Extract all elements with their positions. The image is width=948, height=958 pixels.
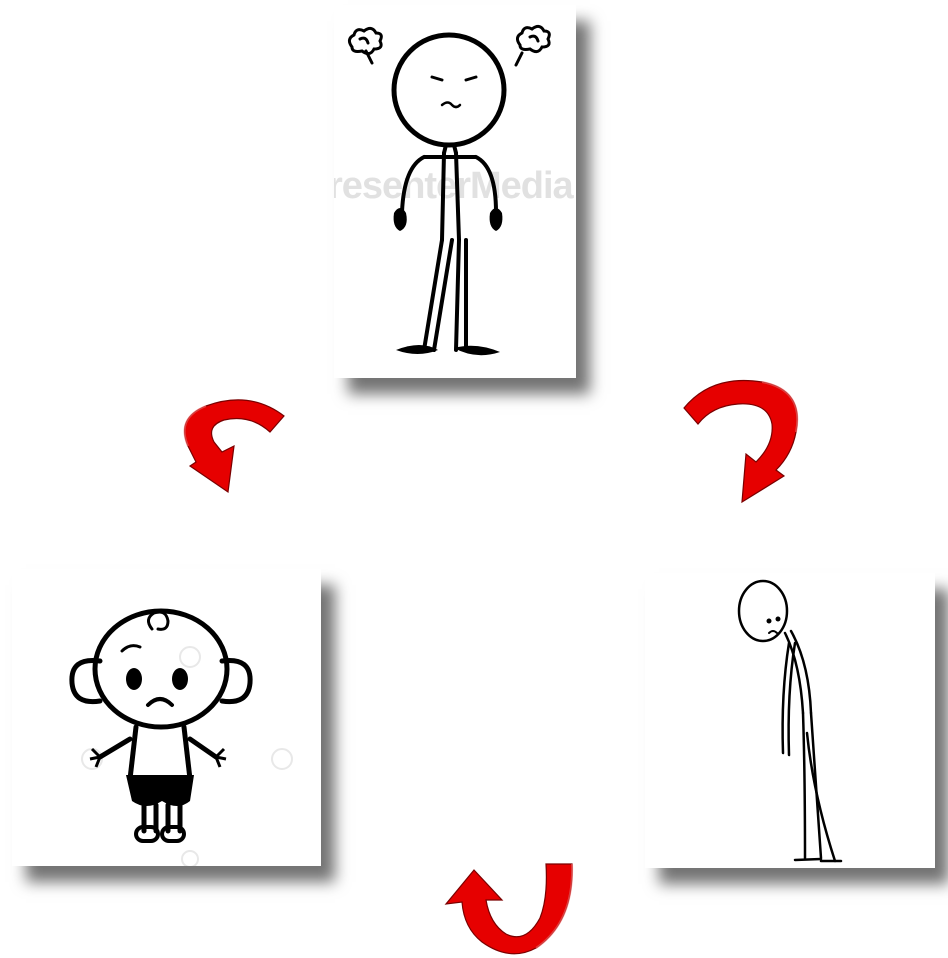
angry-stick-figure xyxy=(334,5,576,378)
u-turn-arrow-icon xyxy=(436,862,578,956)
sad-slouching-stick-figure xyxy=(645,573,935,868)
sad-baby-card xyxy=(12,569,321,866)
curved-arrow-icon xyxy=(166,386,296,498)
curved-arrow-icon xyxy=(672,374,812,504)
sad-figure-card xyxy=(645,573,935,868)
sad-baby-figure xyxy=(12,569,321,866)
angry-figure-card: resenterMedia xyxy=(334,5,576,378)
